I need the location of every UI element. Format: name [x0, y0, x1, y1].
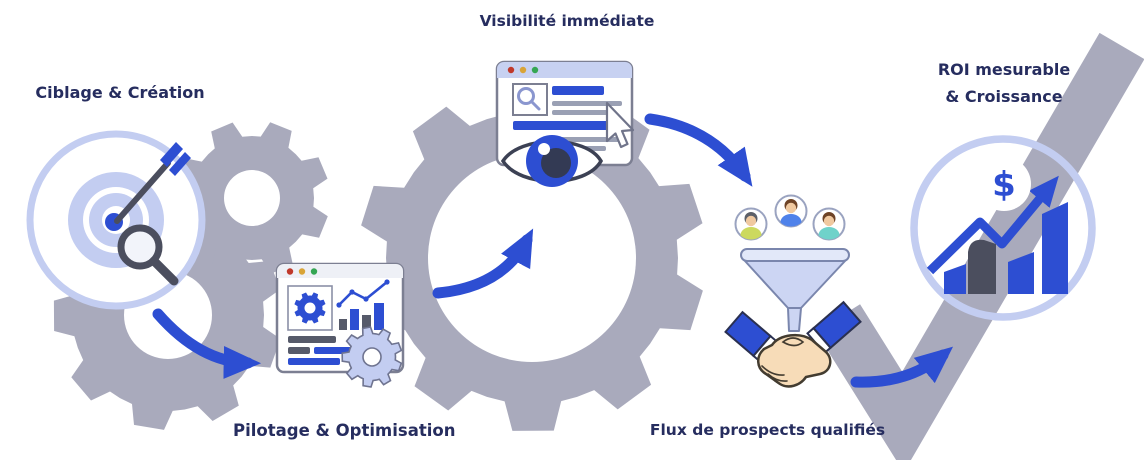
prospect-avatars [734, 194, 846, 241]
growth-arrow-icon [926, 175, 1059, 275]
browser-titlebar [277, 264, 403, 278]
check-stripe-shape [815, 32, 1144, 460]
flow-arrow-1 [152, 308, 262, 379]
roi-label-line1: ROI mesurable [937, 60, 1071, 79]
browser-search-eye-icon [495, 60, 635, 187]
gear-icon [294, 292, 326, 324]
circle-frame [910, 135, 1096, 321]
background-gear-center [361, 85, 703, 431]
cursor-icon [605, 101, 635, 149]
target-dart-magnifier-icon [26, 130, 206, 310]
settings-panel [287, 285, 333, 331]
search-icon [517, 87, 541, 111]
step-label-prospects: Flux de prospects qualifiés [649, 421, 886, 439]
step-label-pilotage: Pilotage & Optimisation [233, 421, 456, 440]
bar-chart-icon [944, 202, 1068, 294]
eye-icon [500, 135, 604, 187]
step-label-visibilite: Visibilité immédiate [479, 12, 655, 30]
dashboard-browser-gears-icon [275, 262, 405, 388]
browser-titlebar [497, 62, 632, 78]
window-controls [507, 66, 539, 74]
dollar-symbol: $ [992, 165, 1016, 205]
flow-arrow-3 [644, 113, 753, 187]
step-label-roi: ROI mesurable & Croissance [918, 56, 1090, 110]
step-label-ciblage: Ciblage & Création [35, 83, 205, 102]
mini-bar-line-chart [336, 279, 390, 330]
dollar-coin-icon: $ [977, 157, 1031, 211]
prospects-funnel-handshake-icon [724, 194, 862, 388]
background-gear-small [176, 122, 328, 274]
roi-growth-chart-dollar-icon: $ [910, 135, 1096, 321]
funnel-icon [740, 248, 850, 332]
gear-icon [341, 326, 403, 388]
dart-icon [114, 142, 191, 224]
flow-arrow-2 [432, 228, 534, 299]
magnifier-icon [117, 224, 179, 286]
flow-arrow-4 [850, 346, 954, 388]
window-controls [286, 268, 318, 275]
roi-label-line2: & Croissance [945, 87, 1063, 106]
handshake-icon [724, 300, 862, 388]
